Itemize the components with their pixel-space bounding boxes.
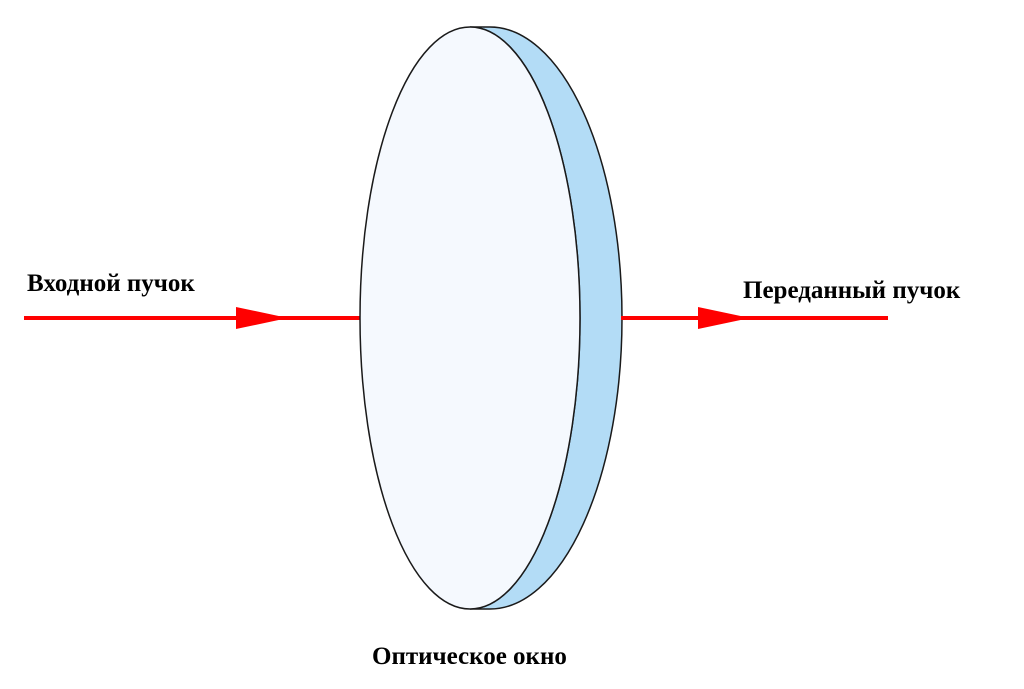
window-label: Оптическое окно [372,643,567,670]
optical-window [359,26,623,610]
window-front-face [359,26,581,610]
output-beam [621,307,888,329]
output-beam-arrowhead [698,307,750,329]
input-beam-label: Входной пучок [27,270,195,297]
output-beam-label: Переданный пучок [743,277,961,304]
input-beam-arrowhead [236,307,288,329]
